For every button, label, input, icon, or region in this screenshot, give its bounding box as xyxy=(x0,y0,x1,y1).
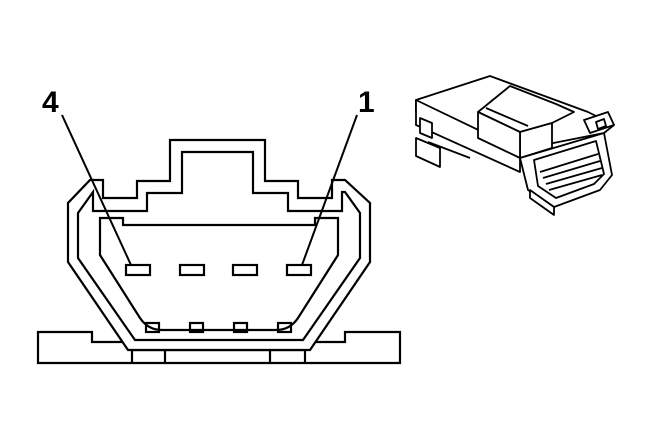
leader-line-pin-1 xyxy=(301,114,358,266)
locating-notch-4 xyxy=(276,321,293,334)
iso-tab-slot xyxy=(419,117,433,139)
iso-channel-line-2 xyxy=(542,160,601,179)
leader-line-pin-4 xyxy=(61,114,132,266)
connector-isometric-view xyxy=(415,75,615,216)
iso-channel-line-4 xyxy=(548,174,603,191)
terminal-slot-2 xyxy=(231,263,259,277)
locating-notch-3 xyxy=(232,321,249,334)
iso-mounting-tab xyxy=(415,137,441,168)
iso-latch-ridge xyxy=(485,107,529,127)
iso-bottom-foot xyxy=(529,189,555,216)
pin-label-1: 1 xyxy=(358,86,375,119)
locating-notch-1 xyxy=(144,321,161,334)
terminal-slot-4 xyxy=(124,263,152,277)
terminal-slot-1 xyxy=(285,263,313,277)
iso-channel-line-1 xyxy=(539,153,599,173)
connector-front-view xyxy=(36,138,402,365)
iso-channel-line-3 xyxy=(545,167,603,185)
connector-terminal-cavity xyxy=(98,216,340,332)
iso-lock-tab-notch xyxy=(595,118,607,130)
locating-notch-2 xyxy=(188,321,205,334)
connector-housing-inner-wall xyxy=(76,150,362,342)
terminal-slot-3 xyxy=(178,263,206,277)
pin-label-4: 4 xyxy=(42,86,59,119)
iso-tab-ledge xyxy=(427,141,471,159)
callout-leaders xyxy=(61,114,358,266)
connector-housing-outer xyxy=(66,138,372,352)
